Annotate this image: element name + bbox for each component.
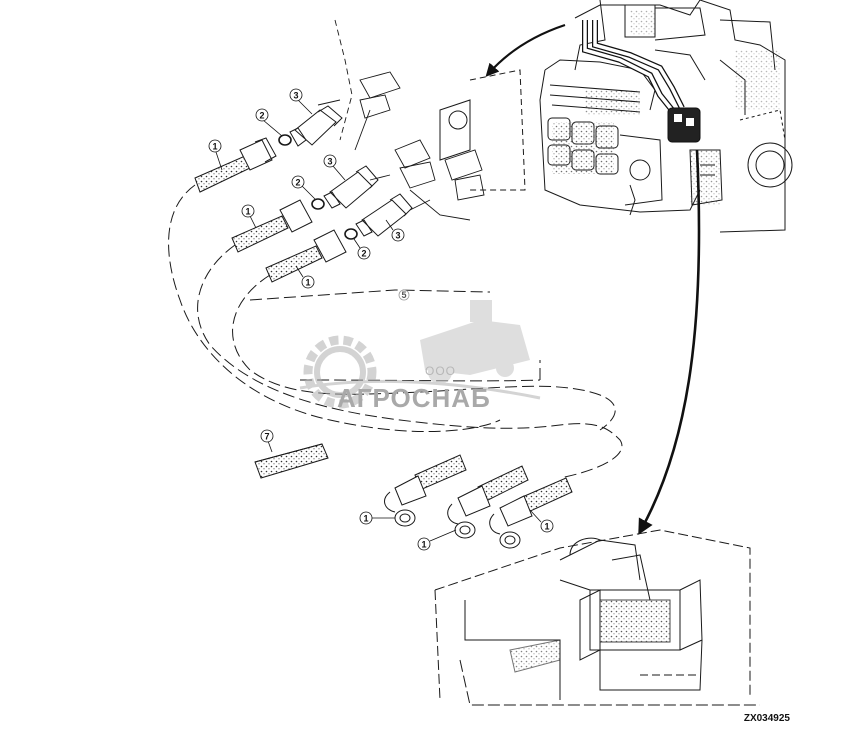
callout-1-lower-b-label: 1	[421, 540, 426, 550]
callout-2-row1-label: 2	[259, 111, 264, 121]
callout-2-row2-label: 2	[295, 178, 300, 188]
lower-hose-3	[489, 477, 573, 549]
callout-1-row2	[241, 204, 255, 218]
hose-fitting-row-2	[231, 165, 379, 253]
callout-1-row3-label: 1	[305, 278, 310, 288]
remote-valve-assembly	[434, 529, 760, 706]
callout-2-row3	[357, 246, 371, 260]
hose-fitting-row-1	[194, 105, 343, 193]
lower-hose-2	[447, 465, 529, 539]
arrow-to-valve	[638, 149, 701, 535]
callout-3-row1-label: 3	[293, 91, 298, 101]
callout-1-row2-label: 1	[245, 207, 250, 217]
callout-3-row2-label: 3	[327, 157, 332, 167]
hose-fitting-row-3	[265, 193, 413, 283]
coupler-bracket	[317, 19, 485, 221]
watermark-small-text: ООО	[425, 364, 456, 378]
callout-2-row2	[291, 175, 305, 189]
callout-3-row1	[289, 88, 303, 102]
callout-1-lower-c	[540, 519, 554, 533]
engine-assembly	[439, 0, 793, 233]
callout-3-row3	[391, 228, 405, 242]
callout-1-lower-b	[417, 537, 431, 551]
figure-id: ZX034925	[744, 713, 791, 724]
callout-1-lower-a-label: 1	[363, 514, 368, 524]
callout-7	[260, 429, 274, 443]
callout-1-row1-label: 1	[212, 142, 217, 152]
callout-3-row3-label: 3	[395, 231, 400, 241]
lower-hose-1	[384, 454, 467, 527]
engine-hose-routing	[582, 20, 701, 143]
gear-icon	[303, 335, 377, 409]
callout-7-label: 7	[264, 432, 269, 442]
hose-routing-lines	[168, 184, 623, 479]
callout-1-lower-c-label: 1	[544, 522, 549, 532]
combine-harvester-icon	[420, 300, 530, 384]
callout-2-row3-label: 2	[361, 249, 366, 259]
watermark-brand-text: АГРОСНАБ	[337, 383, 491, 413]
engine-texture	[552, 10, 780, 205]
callout-3-row2	[323, 154, 337, 168]
callout-5-label: 5	[401, 290, 406, 300]
callout-1-lower-a	[359, 511, 373, 525]
foam-strip	[254, 443, 329, 479]
callout-5	[398, 289, 410, 301]
arrow-to-connectors	[485, 23, 566, 77]
callout-1-row1	[208, 139, 222, 153]
callout-1-row3	[301, 275, 315, 289]
callout-2-row1	[255, 108, 269, 122]
watermark-logo	[299, 300, 541, 409]
